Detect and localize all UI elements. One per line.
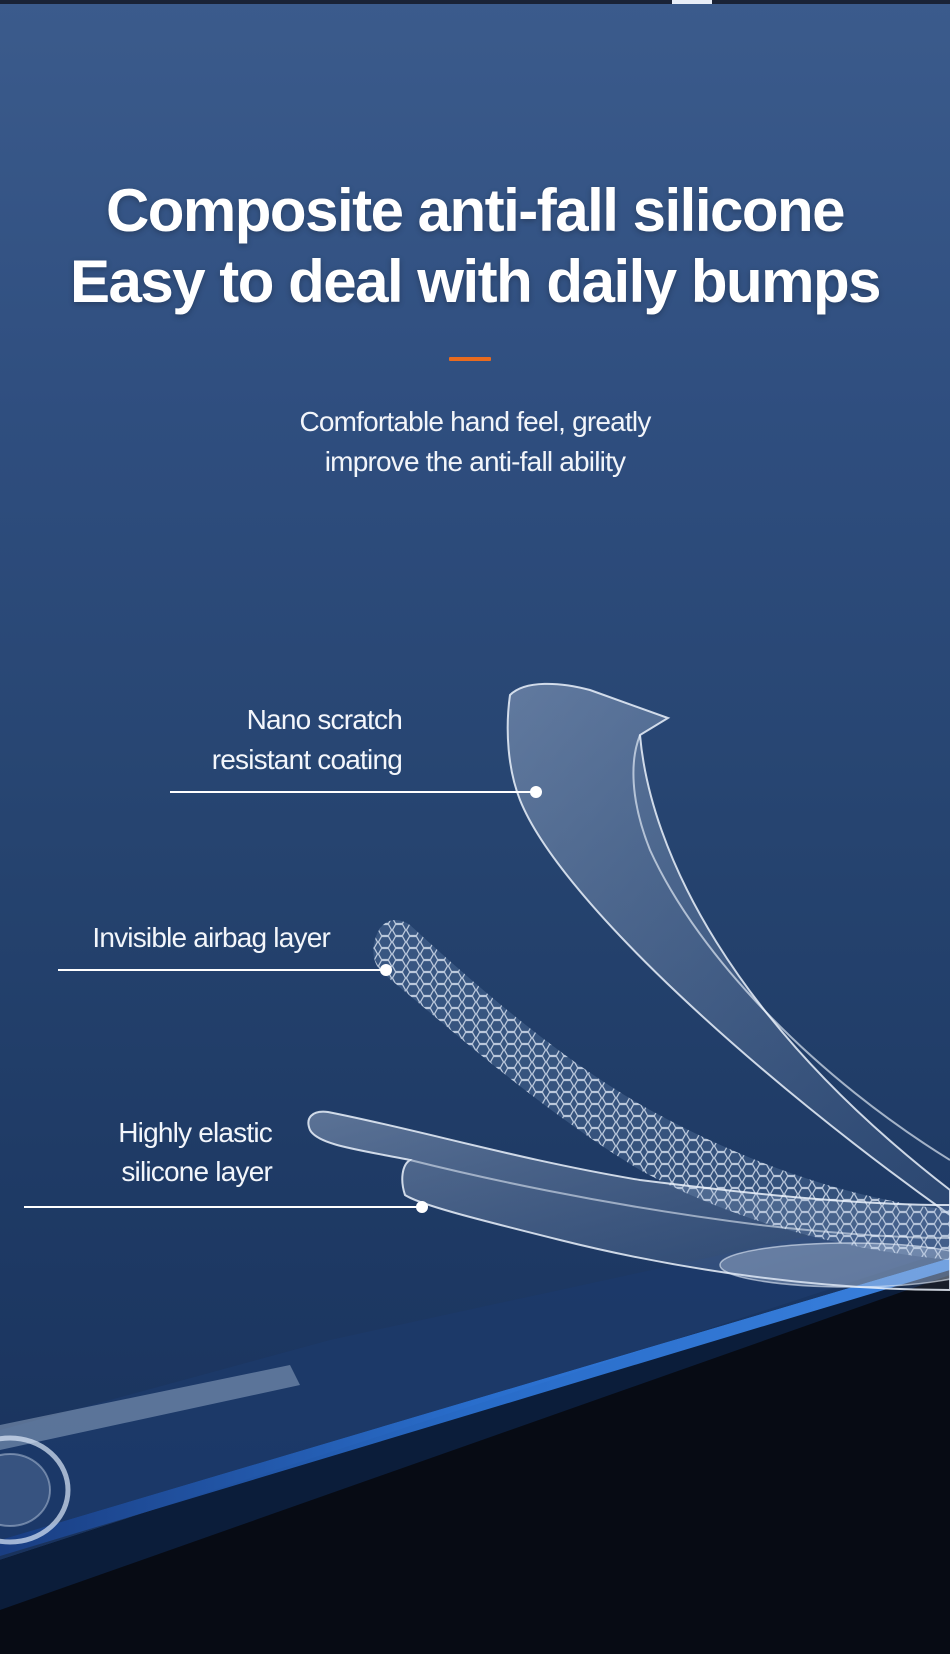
- nano-coating-inner-edge: [632, 734, 950, 1161]
- nano-coating-layer: [506, 682, 950, 1217]
- callout-nano-line-2: resistant coating: [211, 744, 403, 775]
- callout-airbag-line-1: Invisible airbag layer: [92, 922, 330, 953]
- headline-line-2: Easy to deal with daily bumps: [69, 248, 882, 315]
- phone-screen-glass: [0, 1205, 950, 1540]
- subheadline-line-1: Comfortable hand feel, greatly: [299, 406, 651, 437]
- silicone-layer-fold: [719, 1242, 950, 1288]
- top-edge-highlight: [672, 0, 712, 4]
- case-bottom-rim: [0, 1365, 300, 1450]
- accent-divider: [449, 357, 491, 361]
- subheadline-line-2: improve the anti-fall ability: [324, 446, 626, 477]
- callout-nano-line-1: Nano scratch: [246, 704, 403, 735]
- leader-dot-airbag: [380, 964, 392, 976]
- top-edge-strip: [0, 0, 950, 4]
- phone-blue-edge: [0, 1258, 950, 1556]
- leader-dot-silicone: [416, 1201, 428, 1213]
- callout-silicone-line-2: silicone layer: [121, 1156, 272, 1187]
- headline-line-1: Composite anti-fall silicone: [105, 177, 846, 244]
- camera-ring: [0, 1435, 71, 1545]
- leader-dot-nano: [530, 786, 542, 798]
- silicone-layer-inner-edge: [409, 1159, 950, 1239]
- callout-silicone-line-1: Highly elastic: [118, 1117, 273, 1148]
- camera-lens: [0, 1453, 51, 1527]
